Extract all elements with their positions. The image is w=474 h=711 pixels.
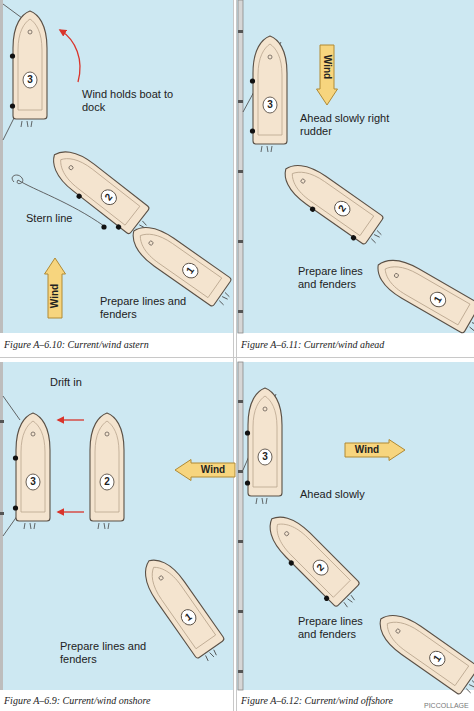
panel-divider (0, 357, 474, 358)
drift-arrow (60, 30, 80, 82)
note-label: Prepare lines and fenders (298, 615, 374, 641)
note-label: Ahead slowly (300, 488, 380, 501)
boat-number: 3 (12, 73, 48, 87)
panel-divider (236, 0, 237, 711)
figure-caption: Figure A–6.10: Current/wind astern (4, 338, 230, 351)
boat-number: 2 (89, 475, 125, 489)
water-panel (0, 0, 233, 333)
boat-hull: 3 (252, 35, 288, 145)
note-label: Prepare lines and fenders (100, 295, 190, 321)
boat-hull: 3 (15, 412, 51, 522)
wind-label: Wind (320, 45, 334, 89)
dock (238, 0, 243, 333)
boat-hull: 2 (89, 412, 125, 522)
wind-arrow: Wind (344, 439, 406, 461)
boat-outline (12, 10, 48, 120)
wind-label: Wind (48, 274, 62, 318)
line-cleat (101, 224, 106, 229)
note-label: Stern line (26, 212, 96, 225)
water-panel (0, 362, 233, 690)
mooring-lines (3, 4, 281, 536)
wind-label: Wind (345, 443, 389, 457)
note-label: Prepare lines and fenders (60, 640, 152, 666)
dock-cleats (0, 30, 243, 673)
boat-hull: 3 (12, 10, 48, 120)
wind-arrow: Wind (316, 44, 338, 106)
wind-arrow: Wind (174, 459, 236, 481)
note-label: Wind holds boat to dock (82, 88, 182, 114)
dock (0, 0, 3, 333)
dock (0, 362, 3, 690)
boat-outline (247, 387, 283, 497)
drift-arrow (58, 419, 84, 420)
watermark: PICCOLLAGE (424, 699, 472, 711)
note-label: Ahead slowly right rudder (300, 112, 390, 138)
figure-caption: Figure A–6.12: Current/wind offshore (241, 694, 423, 707)
boat-outline (15, 412, 51, 522)
boat-outline (89, 412, 125, 522)
boat-number: 3 (15, 475, 51, 489)
note-label: Prepare lines and fenders (298, 265, 374, 291)
dock (238, 362, 243, 690)
figure-caption: Figure A–6.9: Current/wind onshore (4, 694, 230, 707)
wind-label: Wind (191, 463, 235, 477)
drift-arrow (58, 511, 84, 512)
wind-arrow: Wind (44, 257, 66, 319)
panel-divider (233, 0, 234, 711)
boat-hull: 3 (247, 387, 283, 497)
boat-number: 3 (252, 98, 288, 112)
figure-caption: Figure A–6.11: Current/wind ahead (241, 338, 471, 351)
note-label: Drift in (50, 376, 110, 389)
boat-outline (252, 35, 288, 145)
boat-number: 3 (247, 450, 283, 464)
